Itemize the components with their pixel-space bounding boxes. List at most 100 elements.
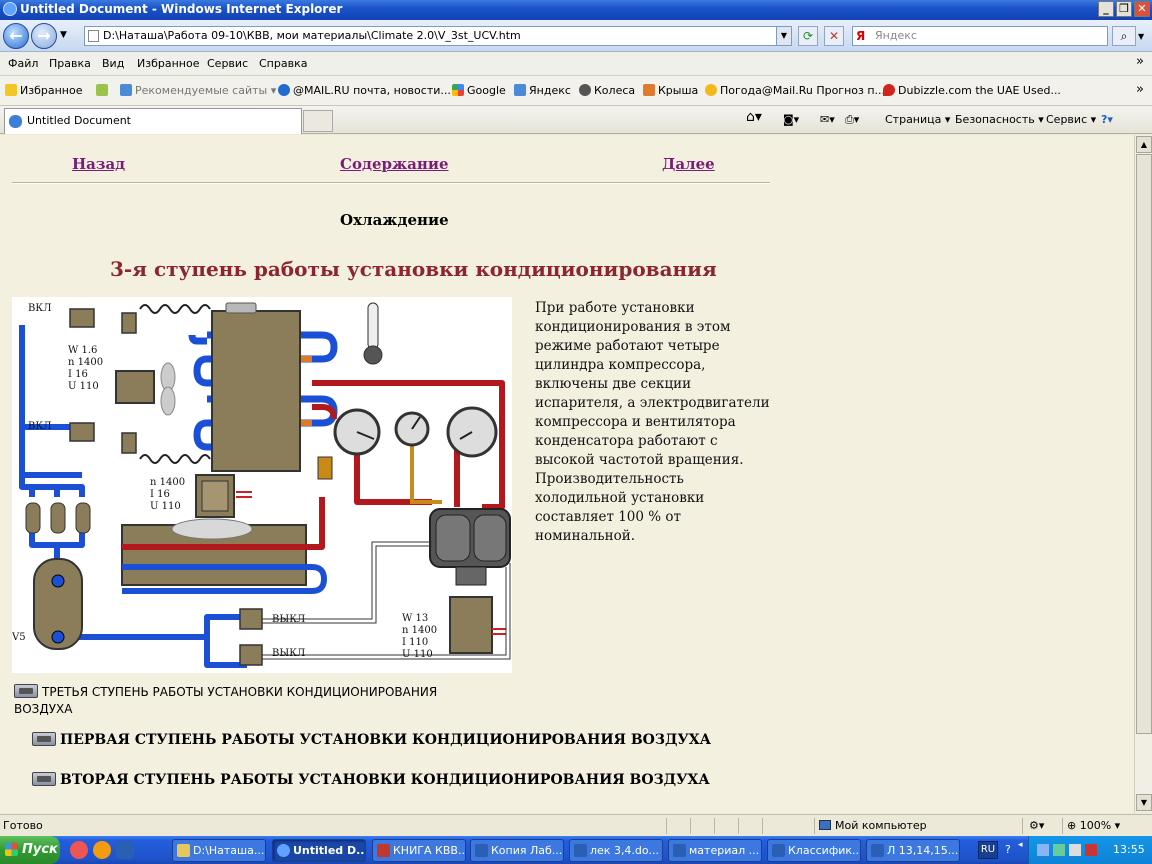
network-icon[interactable]	[1037, 844, 1049, 856]
fan-motor-spec-u: U 110	[68, 381, 99, 392]
page-heading: 3-я ступень работы установки кондиционир…	[110, 257, 717, 281]
valve-label-vkl-1: ВКЛ	[28, 303, 51, 314]
task-word-2[interactable]: лек 3,4.do...	[569, 839, 663, 862]
nav-contents-link[interactable]: Содержание	[340, 155, 449, 173]
home-icon[interactable]: ⌂▾	[746, 109, 762, 125]
fav-yandex[interactable]: Яндекс	[514, 84, 571, 97]
scroll-down-icon[interactable]: ▼	[1136, 794, 1152, 811]
fav-pogoda[interactable]: Погода@Mail.Ru Прогноз п...	[705, 84, 885, 97]
system-tray: 13:55	[1028, 836, 1152, 864]
search-input[interactable]: Я Яндекс	[852, 26, 1108, 46]
menu-file[interactable]: Файл	[8, 57, 39, 70]
task-ie[interactable]: Untitled D...	[272, 839, 366, 862]
stop-icon[interactable]: ✕	[824, 26, 844, 46]
search-options-icon[interactable]: ▼	[1138, 32, 1145, 41]
search-placeholder: Яндекс	[875, 29, 917, 42]
tab-untitled-document[interactable]: Untitled Document	[4, 108, 302, 134]
refrigeration-schematic: ВКЛ ВКЛ ВЫКЛ ВЫКЛ V5 W 1.6 n 1400 I 16 U…	[12, 297, 512, 673]
menu-favorites[interactable]: Избранное	[137, 57, 200, 70]
status-text: Готово	[3, 819, 43, 832]
menu-tools[interactable]: Сервис	[207, 57, 249, 70]
print-icon[interactable]: ⎙▾	[845, 113, 860, 126]
feeds-icon[interactable]: ◙▾	[783, 113, 800, 126]
address-dropdown-icon[interactable]: ▼	[776, 26, 792, 46]
add-favorite-icon[interactable]	[96, 84, 111, 97]
first-stage-link[interactable]: ПЕРВАЯ СТУПЕНЬ РАБОТЫ УСТАНОВКИ КОНДИЦИО…	[32, 732, 711, 748]
browser-quicklaunch-icon[interactable]	[70, 841, 88, 859]
nav-next-link[interactable]: Далее	[662, 155, 715, 173]
antivirus-icon[interactable]	[1085, 844, 1097, 856]
task-word-4[interactable]: Классифик...	[767, 839, 861, 862]
task-folder[interactable]: D:\Наташа...	[172, 839, 266, 862]
task-word-1[interactable]: Копия Лаб...	[470, 839, 564, 862]
favorites-button[interactable]: Избранное	[5, 84, 82, 97]
mail-icon[interactable]: ✉▾	[820, 113, 835, 126]
new-tab-button[interactable]	[303, 110, 333, 132]
ie-page-icon	[514, 84, 526, 96]
task-word-3[interactable]: материал ...	[668, 839, 762, 862]
clock[interactable]: 13:55	[1113, 843, 1145, 856]
menu-bar-chevron-icon[interactable]: »	[1136, 54, 1144, 69]
google-icon	[452, 84, 464, 96]
back-button[interactable]: ←	[3, 23, 29, 49]
zoom-control[interactable]: ⊕ 100% ▾	[1062, 818, 1132, 834]
tram-icon	[32, 772, 56, 786]
yandex-logo-icon: Я	[856, 29, 866, 43]
menu-help[interactable]: Справка	[259, 57, 308, 70]
scroll-thumb[interactable]	[1136, 154, 1152, 734]
scroll-up-icon[interactable]: ▲	[1136, 136, 1152, 153]
comp-motor-spec-n: n 1400	[150, 477, 185, 488]
divider	[12, 182, 770, 184]
fav-krysha[interactable]: Крыша	[643, 84, 698, 97]
page-menu[interactable]: Страница ▾	[885, 113, 951, 126]
start-button[interactable]: Пуск	[0, 836, 60, 864]
tools-menu[interactable]: Сервис ▾	[1046, 113, 1097, 126]
at-icon	[278, 84, 290, 96]
current-stage-link[interactable]: ТРЕТЬЯ СТУПЕНЬ РАБОТЫ УСТАНОВКИ КОНДИЦИО…	[14, 684, 438, 716]
security-menu[interactable]: Безопасность ▾	[955, 113, 1044, 126]
ie-icon	[3, 2, 17, 16]
fav-kolesa[interactable]: Колеса	[579, 84, 635, 97]
mail-quicklaunch-icon[interactable]	[93, 841, 111, 859]
fav-google[interactable]: Google	[452, 84, 506, 97]
ie-icon	[9, 115, 22, 128]
fav-suggested-sites[interactable]: Рекомендуемые сайты ▾	[120, 84, 276, 97]
menu-bar: Файл Правка Вид Избранное Сервис Справка…	[0, 52, 1152, 76]
refresh-icon[interactable]: ⟳	[798, 26, 818, 46]
taskbar: Пуск D:\Наташа... Untitled D... КНИГА КВ…	[0, 836, 1152, 864]
second-stage-link[interactable]: ВТОРАЯ СТУПЕНЬ РАБОТЫ УСТАНОВКИ КОНДИЦИО…	[32, 772, 710, 788]
search-icon[interactable]: ⌕	[1112, 26, 1136, 46]
folder-icon	[177, 844, 190, 857]
help-icon[interactable]: ?	[1005, 843, 1011, 856]
fav-dubizzle[interactable]: Dubizzle.com the UAE Used...	[883, 84, 1061, 97]
volume-icon[interactable]	[1069, 844, 1081, 856]
vertical-scrollbar[interactable]: ▲ ▼	[1134, 135, 1152, 813]
fan-motor-spec-n: n 1400	[68, 357, 103, 368]
menu-view[interactable]: Вид	[102, 57, 125, 70]
task-pdf[interactable]: КНИГА КВВ...	[372, 839, 466, 862]
tram-icon	[14, 684, 38, 698]
task-word-5[interactable]: Л 13,14,15...	[866, 839, 960, 862]
protected-mode-icon[interactable]: ⚙▾	[1022, 818, 1060, 834]
zone-indicator: Мой компьютер	[814, 818, 1020, 834]
history-dropdown-icon[interactable]: ▼	[60, 30, 67, 40]
favorites-chevron-icon[interactable]: »	[1136, 82, 1144, 97]
status-bar: Готово Мой компьютер ⚙▾ ⊕ 100% ▾	[0, 814, 1152, 836]
computer-icon	[819, 820, 831, 830]
menu-edit[interactable]: Правка	[49, 57, 91, 70]
tray-app-icon[interactable]	[1053, 844, 1065, 856]
ie-page-icon	[120, 84, 132, 96]
nav-back-link[interactable]: Назад	[72, 155, 126, 173]
help-icon[interactable]: ?▾	[1101, 113, 1113, 126]
tray-expand-icon[interactable]: ◂	[1018, 840, 1023, 850]
language-indicator[interactable]: RU	[978, 841, 998, 859]
close-button[interactable]: ✕	[1134, 1, 1150, 17]
forward-button[interactable]: →	[31, 23, 57, 49]
page-icon	[88, 30, 99, 42]
address-input[interactable]: D:\Наташа\Работа 09-10\КВВ, мои материал…	[84, 26, 790, 46]
maximize-button[interactable]: ❐	[1116, 1, 1132, 17]
address-url: D:\Наташа\Работа 09-10\КВВ, мои материал…	[103, 29, 521, 42]
minimize-button[interactable]: _	[1098, 1, 1114, 17]
fav-mailru[interactable]: @MAIL.RU почта, новости...	[278, 84, 451, 97]
word-quicklaunch-icon[interactable]	[116, 841, 134, 859]
